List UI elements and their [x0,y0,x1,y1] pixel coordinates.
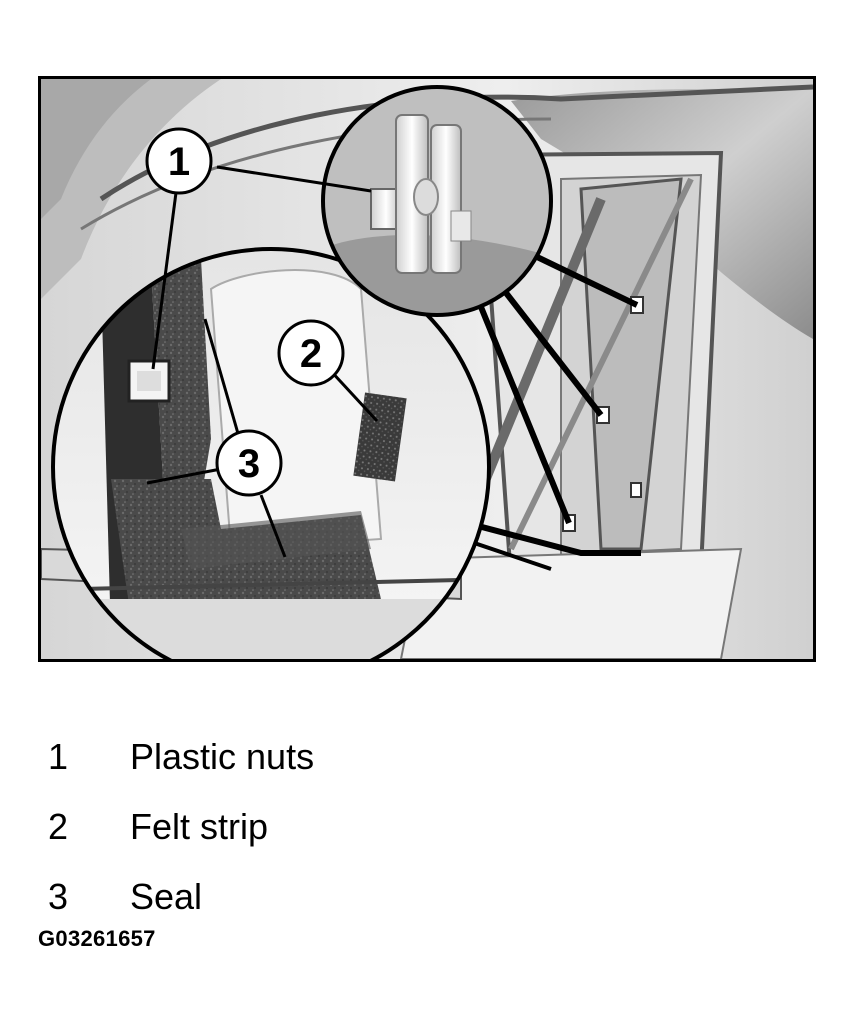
callout-1-label: 1 [168,140,190,184]
callout-3: 3 [215,429,283,497]
legend-label: Plastic nuts [130,736,315,777]
legend-number: 3 [48,876,69,917]
door-illustration: 1 2 3 [38,76,816,662]
illustration-svg: 1 2 3 [41,79,813,659]
callout-2: 2 [277,319,345,387]
magnified-detail-circle [51,247,491,659]
parts-legend: 1 Plastic nuts 2 Felt strip 3 Seal [46,722,746,932]
nut-closeup-circle [321,85,553,317]
legend-label: Felt strip [130,806,269,847]
callout-3-label: 3 [238,442,260,486]
legend-number: 1 [48,736,69,777]
callout-2-label: 2 [300,332,322,376]
legend-item: 1 Plastic nuts [46,722,746,792]
legend-item: 2 Felt strip [46,792,746,862]
figure-code: G03261657 [38,926,156,951]
legend-number: 2 [48,806,69,847]
legend-item: 3 Seal [46,862,746,932]
callout-1: 1 [145,127,213,195]
legend-label: Seal [130,876,203,917]
